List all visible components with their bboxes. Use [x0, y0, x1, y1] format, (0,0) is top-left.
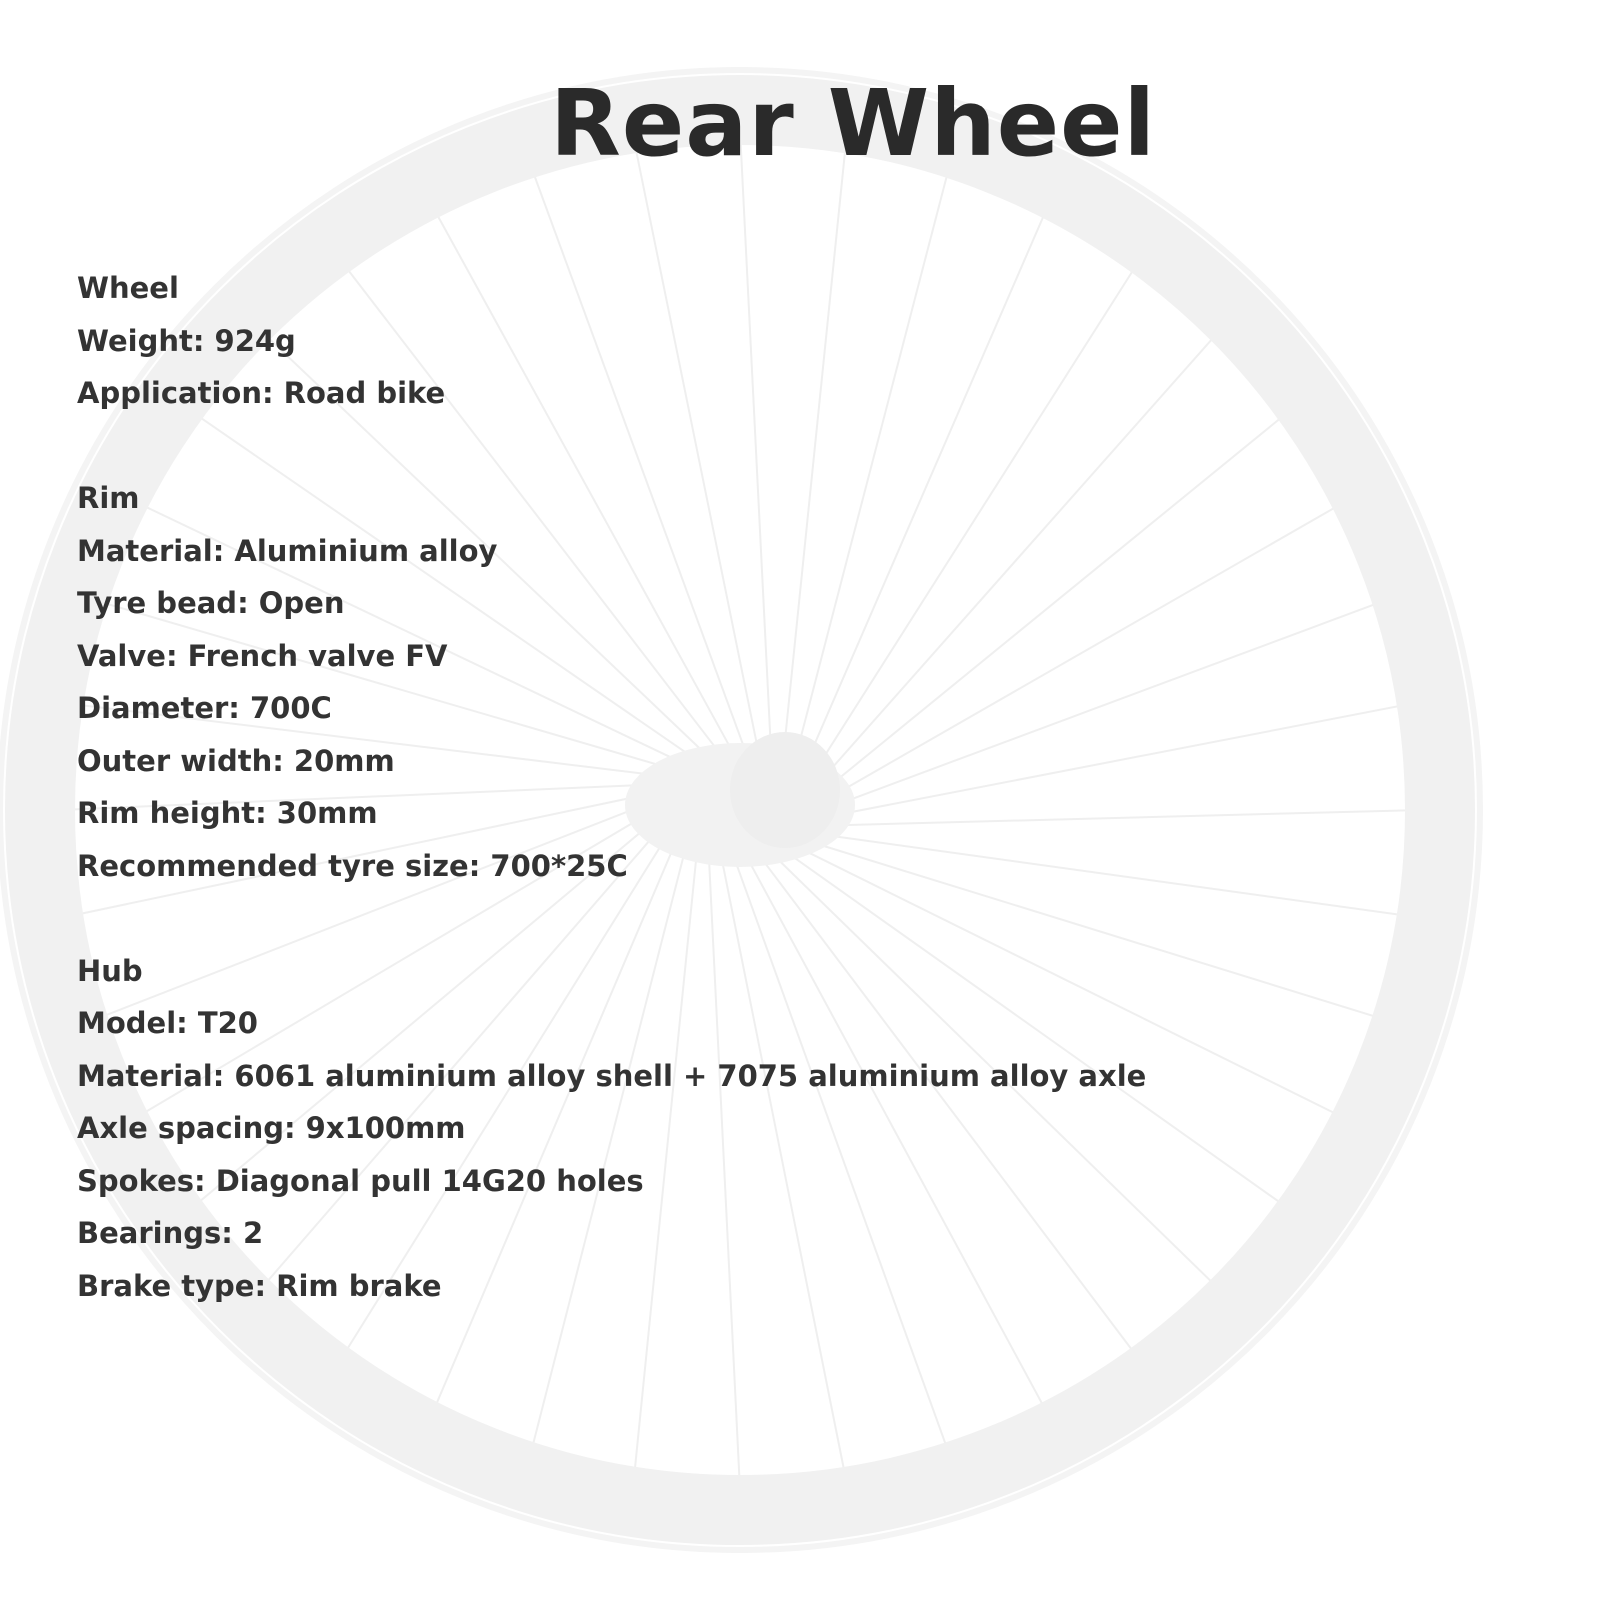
wheel-spokes: [1064, 87, 1413, 1513]
spec-bearings: Bearings: 2: [77, 1216, 264, 1250]
background-spoke: [789, 853, 1291, 1211]
rim-outer-edge: [1064, 0, 1515, 1600]
rim-brake-track-highlight: [1064, 15, 1485, 1585]
rim-body: [1064, 53, 1447, 1547]
background-spoke: [632, 138, 759, 747]
background-spoke: [782, 138, 848, 753]
spoke-nipple: [1176, 274, 1188, 287]
rim-inner-edge: [1064, 80, 1420, 1520]
rim-brake-track: [1064, 10, 1490, 1590]
background-spoke: [189, 820, 655, 1211]
background-spoke: [68, 792, 652, 918]
spec-rim-material: Material: Aluminium alloy: [77, 533, 498, 568]
wheel-spec-section: Wheel Weight: 924g Application: Road bik…: [77, 262, 1057, 420]
background-spoke: [68, 702, 662, 777]
background-spoke: [93, 598, 670, 769]
background-spoke: [739, 129, 772, 749]
hub-spec-section: Hub Model: T20 Material: 6061 aluminium …: [77, 945, 1147, 1313]
spoke-nipple: [1213, 1276, 1226, 1288]
spoke: [1064, 274, 1189, 781]
spec-hub-model: Model: T20: [77, 1006, 258, 1040]
rim-spec-section: Rim Material: Aluminium alloy Tyre bead:…: [77, 472, 1057, 892]
background-spoke: [777, 858, 1222, 1292]
spec-weight: Weight: 924g: [77, 323, 296, 358]
section-heading-hub: Hub: [77, 953, 143, 988]
spec-tyre-bead: Tyre bead: Open: [77, 586, 345, 620]
spec-list: Wheel Weight: 924g Application: Road bik…: [77, 262, 1147, 1365]
section-heading-wheel: Wheel: [77, 271, 179, 305]
background-spoke: [339, 259, 717, 748]
spec-axle-spacing: Axle spacing: 9x100mm: [77, 1111, 466, 1145]
background-spoke: [708, 861, 741, 1491]
background-wheel-spokes: [59, 129, 1421, 1491]
background-spoke: [430, 845, 676, 1417]
background-wheel-rim-edge: [0, 67, 1483, 1553]
background-spoke: [59, 783, 656, 811]
spec-hub-material: Material: 6061 aluminium alloy shell + 7…: [77, 1058, 1147, 1093]
spec-diameter: Diameter: 700C: [77, 691, 332, 725]
background-spoke: [339, 837, 667, 1361]
background-spoke: [430, 203, 730, 746]
section-heading-rim: Rim: [77, 481, 140, 515]
spec-tyre-size: Recommended tyre size: 700*25C: [77, 848, 628, 883]
background-spoke: [750, 864, 1050, 1417]
page-title: Rear Wheel: [550, 70, 1157, 177]
background-spoke: [528, 851, 686, 1457]
spec-rim-height: Rim height: 30mm: [77, 796, 378, 830]
background-spoke: [810, 841, 1388, 1022]
background-spoke: [133, 500, 680, 762]
rear-wheel-image: [1064, 0, 1600, 1600]
spoke: [1064, 835, 1413, 886]
background-wheel-rim: [5, 75, 1475, 1545]
spoke: [1064, 661, 1405, 818]
background-spoke: [258, 829, 660, 1292]
background-spoke: [763, 862, 1141, 1361]
background-spoke: [818, 833, 1412, 918]
background-spoke: [258, 328, 703, 752]
background-spoke: [721, 863, 848, 1482]
background-spoke: [824, 809, 1421, 827]
spec-outer-width: Outer width: 20mm: [77, 743, 395, 778]
background-spoke: [829, 598, 1388, 809]
spoke-nipple: [1335, 1094, 1351, 1102]
background-spoke: [820, 328, 1222, 781]
background-wheel-hub-flange: [730, 732, 840, 848]
background-spoke: [133, 811, 652, 1120]
spoke: [1064, 451, 1327, 800]
background-spoke: [825, 409, 1291, 790]
spec-spokes: Spokes: Diagonal pull 14G20 holes: [77, 1163, 644, 1198]
background-spoke: [632, 857, 698, 1482]
background-spoke: [92, 801, 651, 1022]
background-spoke: [189, 409, 691, 757]
background-spoke: [735, 864, 952, 1458]
spec-valve: Valve: French valve FV: [77, 638, 448, 673]
background-spoke: [800, 848, 1347, 1120]
spoke-nipple: [1387, 661, 1405, 664]
background-spoke: [804, 203, 1050, 765]
background-spoke: [794, 163, 952, 759]
spec-brake-type: Brake type: Rim brake: [77, 1268, 442, 1303]
background-spoke: [813, 259, 1141, 773]
background-spoke: [528, 162, 745, 746]
spoke-nipple: [1395, 884, 1413, 886]
spec-application: Application: Road bike: [77, 376, 446, 410]
background-spoke: [828, 500, 1347, 799]
spoke-nipple: [1311, 451, 1327, 460]
background-spoke: [828, 702, 1412, 818]
